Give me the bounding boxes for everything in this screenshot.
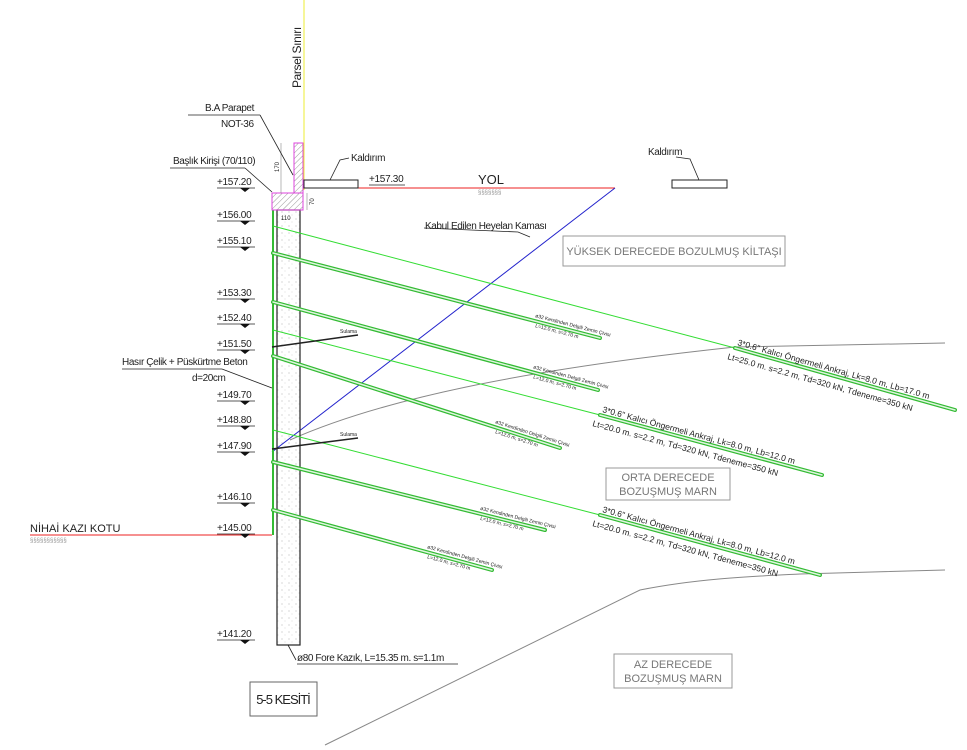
- parapet: [293, 142, 304, 194]
- anchor-free-length: [272, 429, 601, 516]
- elevation-label: +148.80: [217, 415, 252, 426]
- elevation-marker-icon: [240, 221, 250, 225]
- leader-line: [329, 157, 350, 181]
- elevation-marker-icon: [240, 247, 250, 251]
- shotcrete-thickness: d=20cm: [192, 373, 226, 384]
- ground-hatch-icon: §§§§§§§: [478, 190, 501, 196]
- elevation-marker-icon: [240, 324, 250, 328]
- elevation-marker-icon: [240, 299, 250, 303]
- final-excavation-label: NİHAİ KAZI KOTU: [30, 522, 121, 535]
- pile-label: ø80 Fore Kazık, L=15.35 m. s=1.1m: [297, 653, 444, 664]
- dim-beam-width: 110: [281, 216, 291, 222]
- parcel-boundary-label: Parsel Sınırı: [290, 27, 304, 88]
- section-title: 5-5 KESİTİ: [256, 692, 310, 707]
- elevation-marker-icon: [240, 350, 250, 354]
- elevation-marker-icon: [240, 426, 250, 430]
- leader-line: [423, 227, 531, 238]
- soil-layer-middle: ORTA DERECEDE BOZUŞMUŞ MARN: [605, 467, 731, 501]
- elevation-label: +151.50: [217, 339, 252, 350]
- elevation-label: +146.10: [217, 492, 252, 503]
- soil-layer-label: AZ DERECEDE: [634, 659, 712, 671]
- elevation-label: +155.10: [217, 236, 252, 247]
- elevation-labels: +157.20 +156.00 +155.10 +153.30 +152.40 +151.…: [217, 177, 255, 644]
- soil-layer-upper: YÜKSEK DERECEDE BOZULMUŞ KİLTAŞI: [562, 235, 786, 267]
- leader-line: [675, 156, 700, 181]
- drain-pipe: [271, 334, 359, 348]
- soil-layer-label: YÜKSEK DERECEDE BOZULMUŞ KİLTAŞI: [566, 245, 781, 258]
- shotcrete-label: Hasır Çelik + Püskürtme Beton: [122, 357, 247, 368]
- elevation-label: +141.20: [217, 629, 252, 640]
- leader-line: [287, 644, 297, 661]
- elevation-marker-icon: [240, 640, 250, 644]
- elevation-marker-icon: [240, 534, 250, 538]
- elevation-marker-icon: [240, 188, 250, 192]
- elevation-label: +157.20: [217, 177, 252, 188]
- leader-line: [259, 114, 294, 176]
- elevation-label: +156.00: [217, 210, 252, 221]
- road-elevation: +157.30: [369, 174, 404, 185]
- soil-nail-core: [272, 461, 546, 531]
- head-beam-label: Başlık Kirişi (70/110): [173, 156, 255, 167]
- elevation-label: +152.40: [217, 313, 252, 324]
- drain-pipe: [271, 437, 359, 450]
- anchor-free-length: [272, 329, 601, 416]
- leader-line: [221, 368, 273, 389]
- landslide-wedge-label: Kabul Edilen Heyelan Kaması: [425, 221, 547, 232]
- sidewalk-label-right: Kaldırım: [648, 147, 682, 158]
- dim-beam-height: 70: [310, 198, 316, 205]
- soil-layer-lower: AZ DERECEDE BOZUŞMUŞ MARN: [613, 653, 733, 689]
- ground-hatch-icon: §§§§§§§§§§§: [30, 538, 67, 544]
- soil-layer-label: BOZUŞMUŞ MARN: [619, 486, 717, 498]
- soil-boundary-lower: [324, 569, 946, 746]
- soil-boundary-upper: [289, 342, 946, 441]
- section-title-box: 5-5 KESİTİ: [249, 681, 318, 717]
- elevation-marker-icon: [240, 401, 250, 405]
- parapet-label: B.A Parapet: [205, 103, 255, 114]
- soil-nail-core: [272, 252, 601, 339]
- elevation-label: +149.70: [217, 390, 252, 401]
- elevation-label: +145.00: [217, 523, 252, 534]
- anchor-free-length: [272, 225, 736, 349]
- elevation-marker-icon: [240, 452, 250, 456]
- elevation-label: +147.90: [217, 441, 252, 452]
- landslide-wedge-line: [271, 187, 616, 453]
- dim-parapet-height: 170: [275, 161, 281, 172]
- anchor-bond-length-core: [734, 347, 956, 411]
- soil-nail-core: [272, 301, 599, 391]
- road-label: YOL: [478, 172, 504, 187]
- anchors-and-nails: ø32 Kendinden Delgili Zemin ÇivisiL=12.0…: [271, 225, 957, 578]
- anchor-bond-length-core: [599, 414, 823, 476]
- drain-label: Sulama: [340, 432, 357, 438]
- elevation-marker-icon: [240, 503, 250, 507]
- soil-layer-label: ORTA DERECEDE: [621, 472, 714, 484]
- soil-nail-core: [272, 355, 561, 449]
- sidewalk-right: [671, 179, 728, 189]
- head-beam: [271, 192, 304, 211]
- drain-label: Sulama: [340, 329, 357, 335]
- leader-line: [244, 167, 273, 193]
- soil-nail-core: [272, 509, 493, 571]
- sidewalk-left: [303, 179, 359, 189]
- soil-layer-label: BOZUŞMUŞ MARN: [624, 673, 722, 685]
- anchor-bond-length-core: [599, 514, 821, 576]
- bored-pile: [276, 209, 301, 646]
- elevation-label: +153.30: [217, 288, 252, 299]
- parapet-note: NOT-36: [221, 119, 254, 130]
- sidewalk-label-left: Kaldırım: [351, 153, 385, 164]
